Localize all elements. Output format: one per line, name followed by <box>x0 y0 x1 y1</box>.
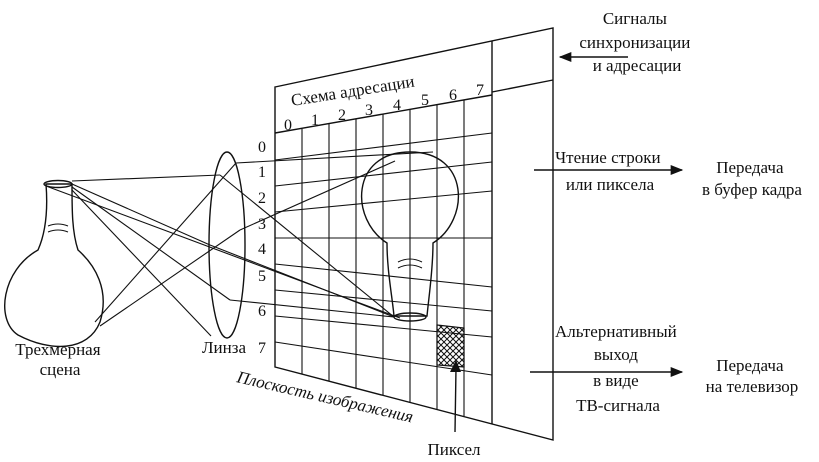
row-index: 4 <box>258 241 266 258</box>
alt-output-label: Альтернативный выход в виде ТВ-сигнала <box>555 322 681 415</box>
row-indices: 0 1 2 3 4 5 6 7 <box>258 139 266 357</box>
column-index: 4 <box>393 97 401 114</box>
pixel-grid <box>274 100 493 416</box>
row-index: 0 <box>258 139 266 156</box>
pixel-label: Пиксел <box>428 440 482 459</box>
light-rays <box>45 151 434 337</box>
pixel-cell <box>436 324 465 368</box>
tv-transfer-label: Передача на телевизор <box>706 356 799 396</box>
row-index: 7 <box>258 340 266 357</box>
row-index: 5 <box>258 268 266 285</box>
column-index: 0 <box>284 117 292 134</box>
image-plane-outline <box>274 27 554 441</box>
read-row-label: Чтение строки или пиксела <box>555 148 665 194</box>
sync-signals-label: Сигналы синхронизации и адресации <box>579 9 694 75</box>
column-index: 3 <box>365 102 373 119</box>
row-index: 2 <box>258 190 266 207</box>
scene-label: Трехмерная сцена <box>15 340 105 379</box>
column-indices: 0 1 2 3 4 5 6 7 <box>284 82 484 134</box>
pixel-pointer-head <box>450 360 461 372</box>
column-index: 7 <box>476 82 484 99</box>
frame-buffer-label: Передача в буфер кадра <box>702 158 802 199</box>
scene-bulb <box>4 179 104 348</box>
row-index: 6 <box>258 303 266 320</box>
row-index: 3 <box>258 216 266 233</box>
lens <box>208 151 246 339</box>
column-index: 5 <box>421 92 429 109</box>
pixel-pointer <box>454 367 457 433</box>
row-index: 1 <box>258 164 266 181</box>
column-index: 6 <box>449 87 457 104</box>
sync-strip-bottom <box>491 79 554 93</box>
lens-label: Линза <box>202 338 246 357</box>
column-index: 2 <box>338 107 346 124</box>
column-index: 1 <box>311 112 319 129</box>
